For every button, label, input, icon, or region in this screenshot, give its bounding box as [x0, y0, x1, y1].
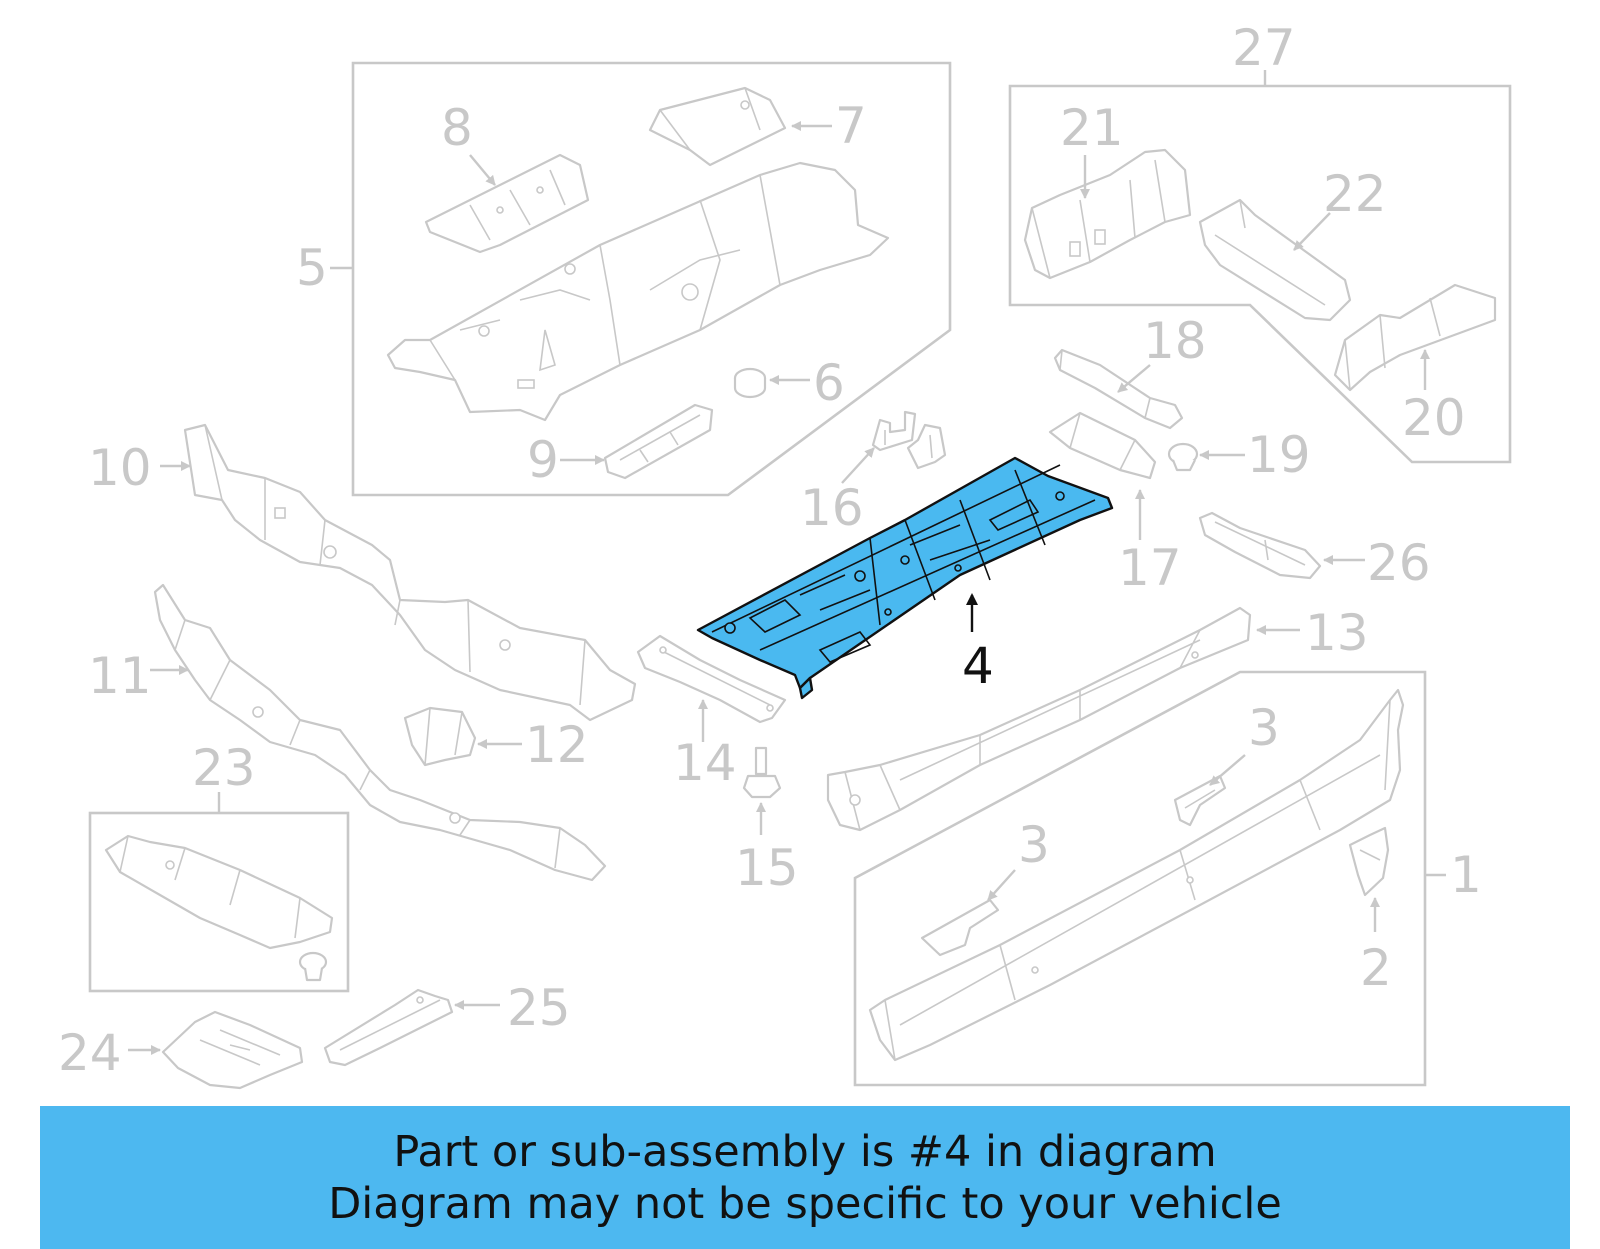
banner-line-2: Diagram may not be specific to your vehi…	[328, 1178, 1282, 1229]
leader-18	[1117, 364, 1151, 393]
callout-27: 27	[1232, 19, 1296, 77]
part-6	[733, 367, 767, 399]
callout-13: 13	[1305, 604, 1369, 662]
part-23	[104, 834, 334, 950]
callout-3-lower: 3	[1018, 816, 1050, 874]
part-25	[323, 988, 454, 1067]
part-3-lower	[920, 898, 1000, 957]
info-banner: Part or sub-assembly is #4 in diagram Di…	[40, 1106, 1570, 1249]
part-7	[648, 86, 787, 167]
callout-14: 14	[673, 734, 737, 792]
callout-22: 22	[1323, 165, 1387, 223]
leader-3-lower	[987, 869, 1016, 901]
callout-11: 11	[88, 647, 152, 705]
callout-6: 6	[813, 354, 845, 412]
callout-15: 15	[735, 839, 799, 897]
part-12	[403, 706, 477, 767]
group-box-1	[853, 670, 1427, 1087]
callout-7: 7	[835, 97, 867, 155]
part-20	[1333, 283, 1497, 392]
part-3-upper	[1173, 774, 1227, 827]
callout-19: 19	[1247, 426, 1311, 484]
callout-12: 12	[525, 716, 589, 774]
clip-in-box-23	[298, 951, 328, 982]
part-24	[161, 1010, 304, 1090]
part-17	[1048, 411, 1157, 480]
callout-5: 5	[296, 239, 328, 297]
group-box-27	[1008, 84, 1512, 464]
part-26	[1198, 511, 1322, 580]
part-8	[424, 153, 590, 254]
callout-3-upper: 3	[1248, 699, 1280, 757]
part-19	[1167, 442, 1199, 472]
part-14	[636, 634, 787, 724]
part-1	[868, 688, 1405, 1062]
banner-line-1: Part or sub-assembly is #4 in diagram	[393, 1126, 1217, 1177]
callout-9: 9	[527, 431, 559, 489]
callout-24: 24	[58, 1024, 122, 1082]
callout-1: 1	[1450, 846, 1482, 904]
part-16	[871, 410, 947, 470]
callout-25: 25	[507, 979, 571, 1037]
part-22	[1198, 198, 1352, 322]
part-2	[1348, 826, 1390, 897]
leader-3-upper	[1209, 754, 1246, 786]
callout-2: 2	[1360, 939, 1392, 997]
callout-4[interactable]: 4	[962, 637, 994, 695]
callout-10: 10	[88, 439, 152, 497]
leader-8	[469, 154, 496, 186]
part-13	[826, 606, 1252, 832]
floor-pan-part-4[interactable]	[696, 456, 1114, 700]
callout-16: 16	[800, 479, 864, 537]
floor-pan-assembly-part	[386, 161, 890, 422]
group-box-5	[351, 61, 952, 497]
callout-21: 21	[1060, 99, 1124, 157]
part-9	[603, 403, 714, 480]
callout-23: 23	[192, 739, 256, 797]
callout-18: 18	[1143, 312, 1207, 370]
leader-22	[1293, 212, 1331, 251]
part-10	[183, 423, 637, 722]
callout-17: 17	[1118, 539, 1182, 597]
callout-26: 26	[1367, 534, 1431, 592]
part-11	[153, 583, 607, 882]
part-21	[1023, 148, 1192, 280]
callout-8: 8	[441, 99, 473, 157]
callout-20: 20	[1402, 389, 1466, 447]
leader-16	[841, 447, 875, 484]
part-15	[742, 746, 782, 799]
